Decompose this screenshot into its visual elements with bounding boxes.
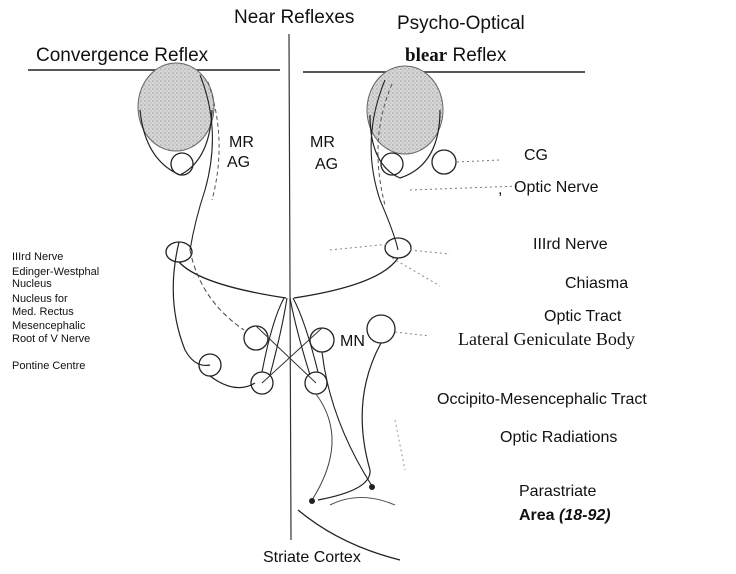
med-rectus-label: Med. Rectus [12, 306, 74, 319]
right-cg-ganglion [432, 150, 456, 174]
tract-strand-3 [290, 298, 310, 375]
left-dashed-loop [190, 250, 244, 330]
comma-mark: , [498, 182, 502, 198]
left-iiird-nerve-node [166, 242, 192, 262]
left-loop-lower [210, 376, 255, 388]
near-reflexes-heading: Near Reflexes [234, 8, 354, 27]
leader-iiird-nerve [330, 244, 450, 254]
midline [289, 34, 291, 540]
parastriate-arc [330, 498, 395, 506]
optic-nerve-label: Optic Nerve [514, 180, 598, 196]
lateral-geniculate-body-label: Lateral Geniculate Body [458, 330, 635, 348]
leader-optic-nerve [410, 186, 520, 190]
area-label: Area (18-92) [519, 508, 611, 524]
leader-radiations [395, 420, 405, 470]
left-ciliary-ganglion [171, 153, 193, 175]
blear-word: blear [405, 45, 447, 66]
chiasma-label: Chiasma [565, 276, 628, 292]
pontine-centre-label: Pontine Centre [12, 360, 85, 373]
mn-label: MN [340, 334, 365, 350]
area-code: (18-92) [559, 507, 611, 524]
cortex-point-right [369, 484, 375, 490]
right-ag-label: AG [315, 157, 338, 173]
nucleus-for-label: Nucleus for [12, 293, 68, 306]
right-mr-label: MR [310, 135, 335, 151]
right-iiird-nerve-label: IIIrd Nerve [533, 237, 608, 253]
convergence-reflex-title: Convergence Reflex [36, 46, 208, 65]
occipito-mesencephalic-path [322, 352, 372, 486]
root-of-v-nerve-label: Root of V Nerve [12, 333, 90, 346]
occipito-mesencephalic-label: Occipito-Mesencephalic Tract [437, 392, 647, 408]
leader-chiasma [392, 258, 440, 286]
left-mr-label: MR [229, 135, 254, 151]
edinger-westphal-nucleus-label: Nucleus [12, 278, 52, 291]
left-loop-upper [173, 242, 210, 365]
reflex-word: Reflex [447, 45, 506, 66]
right-nucleus-circle [310, 328, 334, 352]
leader-cg [457, 160, 500, 162]
left-ag-label: AG [227, 155, 250, 171]
right-optic-nerve [294, 258, 398, 298]
cortex-point-left [309, 498, 315, 504]
cg-label: CG [524, 148, 548, 164]
striate-cortex-label: Striate Cortex [263, 550, 361, 566]
optic-radiation-path [318, 343, 381, 500]
right-ag-ganglion [381, 153, 403, 175]
mn-circle [367, 315, 395, 343]
blear-reflex-title: blear Reflex [405, 46, 506, 65]
left-eyeball [138, 63, 214, 151]
parastriate-label: Parastriate [519, 484, 596, 500]
left-iiird-nerve-label: IIIrd Nerve [12, 251, 63, 264]
leader-lgb [395, 332, 430, 336]
psycho-optical-heading: Psycho-Optical [397, 14, 525, 33]
optic-tract-label: Optic Tract [544, 309, 621, 325]
optic-radiations-label: Optic Radiations [500, 430, 617, 446]
mesencephalic-label: Mesencephalic [12, 320, 85, 333]
lower-return-path [312, 394, 332, 500]
area-word: Area [519, 507, 555, 524]
left-nucleus-circle [244, 326, 268, 350]
